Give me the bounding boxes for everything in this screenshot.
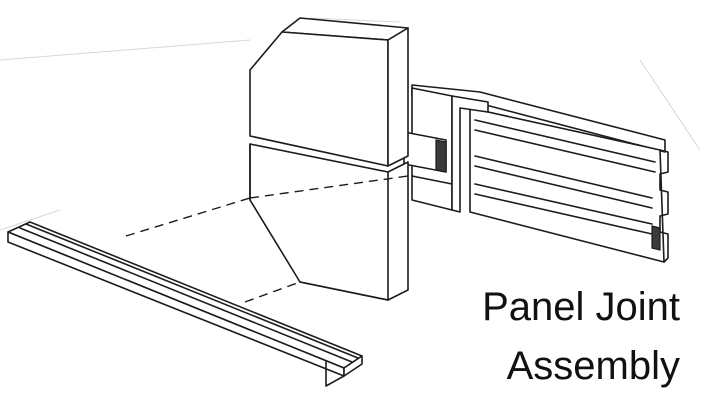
projection-lines	[125, 175, 409, 303]
upper-block	[249, 17, 409, 167]
loose-rail	[7, 221, 363, 387]
caption-line-2: Assembly	[506, 344, 680, 388]
lower-block	[249, 143, 409, 301]
caption-line-1: Panel Joint	[482, 285, 680, 329]
sketch-guidelines	[0, 17, 701, 231]
connector-bracket	[403, 87, 489, 213]
